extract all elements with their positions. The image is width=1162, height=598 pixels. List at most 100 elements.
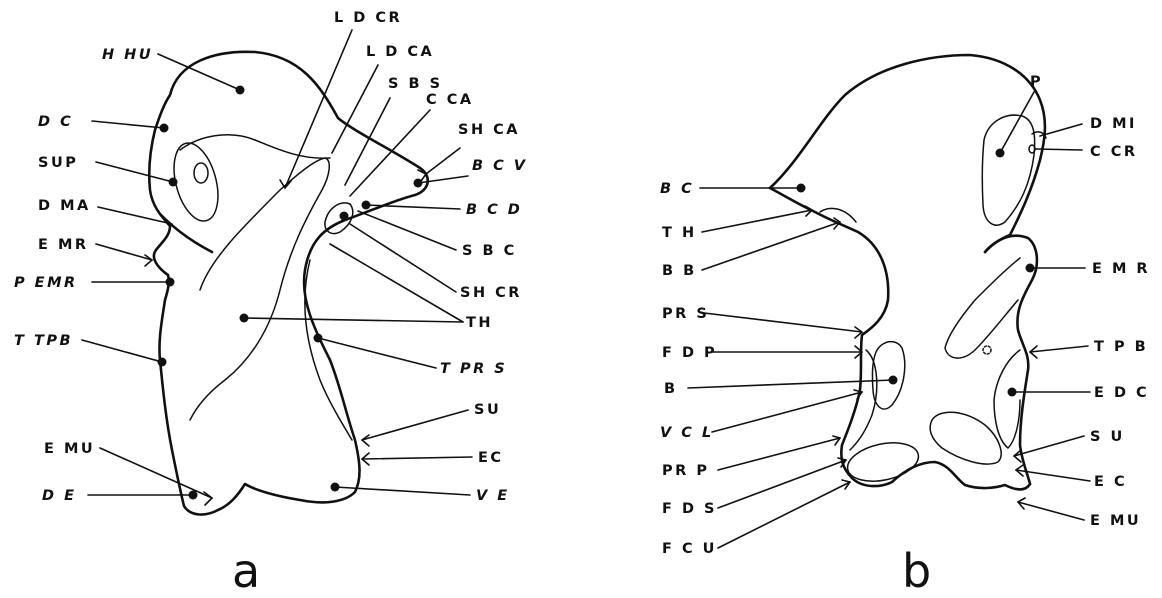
leader-SHCA bbox=[425, 147, 461, 175]
arrow-BB bbox=[833, 217, 841, 230]
arrow-EMR bbox=[144, 254, 153, 267]
arrow-SU bbox=[361, 434, 370, 447]
label-EC-b: E C bbox=[1094, 474, 1127, 490]
fdp-fossa bbox=[871, 340, 906, 410]
bone-outline-b-right bbox=[983, 234, 1039, 486]
label-EC: EC bbox=[478, 450, 504, 466]
label-SU-b: S U bbox=[1090, 429, 1125, 445]
label-EMU-b: E MU bbox=[1090, 513, 1141, 529]
label-BCD: B C D bbox=[466, 202, 522, 218]
leader-EMU bbox=[99, 447, 213, 499]
bone-outline-b-left bbox=[768, 53, 1047, 254]
bone-outline-a bbox=[147, 50, 429, 516]
label-P: P bbox=[1030, 74, 1043, 90]
leader-VCL bbox=[711, 391, 863, 433]
label-TTPB: T TPB bbox=[14, 333, 73, 349]
label-SUP: SUP bbox=[38, 155, 78, 171]
label-LDCA: L D CA bbox=[366, 44, 434, 60]
label-DMA: D MA bbox=[38, 198, 91, 214]
leader-P bbox=[999, 91, 1035, 154]
emr-ridge bbox=[944, 257, 1021, 359]
lower-condyle bbox=[846, 442, 920, 482]
leader-CCR bbox=[1035, 148, 1083, 151]
label-HHU: H HU bbox=[102, 47, 153, 63]
arrow-TPB bbox=[1029, 345, 1038, 359]
inner-ridge-line bbox=[179, 134, 331, 159]
leader-TTPB bbox=[81, 339, 163, 363]
sup-fossa bbox=[173, 142, 219, 222]
leader-CCA bbox=[349, 109, 431, 197]
arrow-SHCA bbox=[417, 169, 427, 182]
leader-EMR bbox=[95, 243, 153, 261]
bone-outline-b-mid bbox=[768, 186, 890, 480]
leader-BCV bbox=[417, 175, 469, 184]
label-DE: D E bbox=[42, 488, 77, 504]
leader-BCD bbox=[365, 204, 461, 210]
leader-DMA bbox=[97, 206, 173, 225]
sup-fossa-inner bbox=[193, 162, 209, 184]
arrow-FCU bbox=[841, 479, 851, 490]
label-TH-b: T H bbox=[662, 225, 697, 241]
arrow-SU-b bbox=[1013, 449, 1022, 463]
arrow-TH-b bbox=[804, 205, 813, 217]
label-BB: B B bbox=[662, 263, 697, 279]
label-CCR: C CR bbox=[1090, 144, 1138, 160]
label-TPB: T P B bbox=[1094, 339, 1148, 355]
leader-SBC bbox=[357, 210, 457, 251]
edc-groove bbox=[993, 349, 1021, 449]
label-SBS: S B S bbox=[388, 76, 443, 92]
label-SU: SU bbox=[474, 402, 501, 418]
arrow-PRP bbox=[832, 435, 841, 446]
bcd-fossa bbox=[324, 202, 354, 235]
panel-letter-b: b bbox=[902, 544, 931, 598]
arrow-PRS bbox=[854, 326, 863, 339]
leader-B bbox=[687, 379, 894, 389]
arrow-VCL bbox=[853, 389, 863, 400]
arrow-EMU bbox=[203, 491, 213, 506]
arrow-LDCR bbox=[279, 179, 292, 189]
label-SBC: S B C bbox=[462, 243, 517, 259]
label-TPRS: T PR S bbox=[440, 361, 507, 377]
arrow-EC bbox=[361, 452, 370, 466]
leader-TH-1 bbox=[243, 317, 464, 323]
small-ring bbox=[982, 345, 992, 355]
label-TH: TH bbox=[466, 315, 493, 331]
leader-EC bbox=[361, 456, 473, 460]
panel-letter-a: a bbox=[232, 544, 260, 598]
leader-PRS bbox=[703, 312, 863, 333]
arrow-FDS bbox=[837, 457, 847, 468]
leader-TPB bbox=[1029, 345, 1089, 353]
leader-DC bbox=[91, 120, 165, 129]
leader-PRP bbox=[717, 437, 841, 471]
dmi-mark bbox=[1031, 131, 1047, 139]
leader-FCU bbox=[717, 481, 851, 549]
label-BC: B C bbox=[660, 181, 694, 197]
dma-hook bbox=[158, 212, 214, 254]
leader-FDS bbox=[717, 459, 847, 509]
lower-inner-line bbox=[304, 259, 353, 441]
label-VE: V E bbox=[476, 488, 510, 504]
leader-EMU-b bbox=[1017, 501, 1085, 521]
arrow-EMU-b bbox=[1017, 497, 1026, 510]
label-DMI: D MI bbox=[1090, 116, 1137, 132]
arrow-EC-b bbox=[1015, 464, 1024, 477]
label-FCU: F C U bbox=[662, 541, 717, 557]
label-VCL: V C L bbox=[660, 425, 714, 441]
label-PRP: PR P bbox=[662, 463, 709, 479]
label-DC: D C bbox=[38, 114, 73, 130]
bone-outline-b-bottom bbox=[850, 460, 1032, 491]
leader-TH-b bbox=[701, 209, 813, 233]
label-LDCR: L D CR bbox=[334, 10, 402, 26]
leader-BB bbox=[701, 221, 841, 271]
panel-a: H HU L D CR L D CA S B S C CA SH CA D C … bbox=[14, 10, 525, 598]
label-FDS: F D S bbox=[662, 501, 717, 517]
p-fossa bbox=[981, 114, 1036, 226]
label-CCA: C CA bbox=[426, 92, 474, 108]
label-EMR-b: E M R bbox=[1092, 261, 1150, 277]
lower-right-fossa bbox=[929, 411, 1002, 465]
bb-ridge bbox=[819, 207, 857, 223]
label-B: B bbox=[664, 381, 678, 397]
arrow-FDP bbox=[854, 345, 863, 359]
label-EDC: E D C bbox=[1094, 385, 1149, 401]
leader-HHU bbox=[157, 53, 241, 91]
